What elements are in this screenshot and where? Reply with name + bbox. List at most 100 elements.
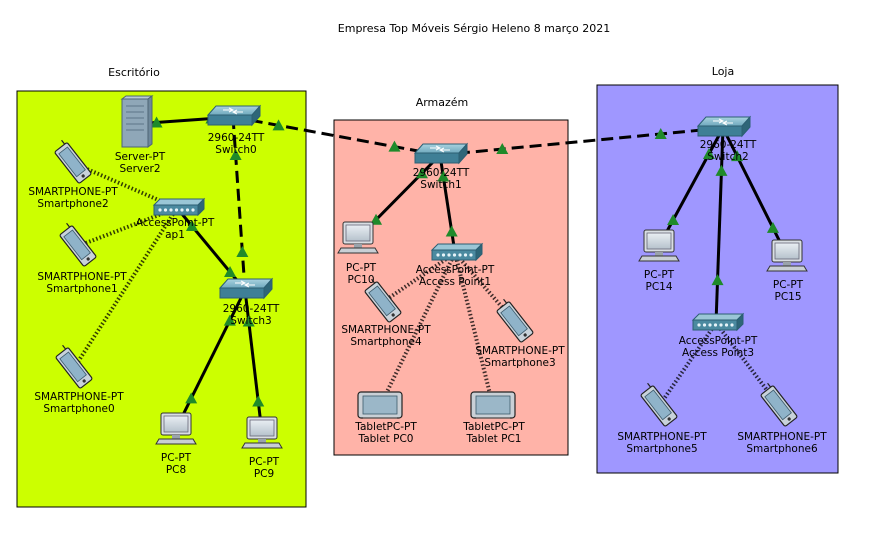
device-pc15-name-label: PC15 [774, 291, 801, 303]
link-accesspoint1-smartphone3 [453, 251, 517, 324]
device-pc14-pc-icon[interactable] [638, 229, 680, 262]
link-accesspoint3-smartphone6 [714, 321, 781, 408]
device-smartphone6-smartphone-icon[interactable] [757, 381, 798, 427]
link-switch0-switch3 [231, 116, 247, 291]
device-smartphone5-model-label: SMARTPHONE-PT [617, 431, 707, 443]
device-pc8-name-label: PC8 [166, 464, 186, 476]
device-smartphone6-name-label: Smartphone6 [746, 443, 818, 455]
device-switch2-model-label: 2960-24TT [700, 139, 757, 151]
device-pc10-pc-icon[interactable] [337, 221, 379, 254]
device-switch0-switch-icon[interactable] [206, 104, 262, 127]
device-switch2-name-label: Switch2 [707, 151, 748, 163]
device-tabletpc1-model-label: TabletPC-PT [462, 421, 525, 433]
link-switch1-accesspoint1-status-a-icon [437, 170, 450, 182]
device-switch0-model-label: 2960-24TT [208, 132, 265, 144]
link-switch3-pc9-status-b-icon [252, 395, 265, 407]
link-switch2-pc15-status-b-icon [766, 221, 779, 233]
link-switch0-switch1-status-b-icon [388, 140, 401, 152]
link-ap1-switch3-status-a-icon [185, 220, 198, 232]
link-switch1-switch2 [439, 126, 724, 157]
device-tabletpc0-model-label: TabletPC-PT [354, 421, 417, 433]
link-switch3-pc9 [243, 289, 264, 434]
link-switch1-switch2-status-b-icon [654, 127, 667, 139]
link-switch1-pc10-status-a-icon [415, 167, 428, 179]
device-smartphone5-smartphone-icon[interactable] [637, 381, 678, 427]
links-layer [72, 112, 789, 434]
link-switch2-pc15-status-a-icon [731, 150, 744, 162]
device-switch0-name-label: Switch0 [215, 144, 256, 156]
link-switch1-accesspoint1-status-b-icon [445, 225, 458, 237]
device-pc10-name-label: PC10 [347, 274, 374, 286]
device-pc9-model-label: PC-PT [249, 456, 280, 468]
devices-layer [51, 95, 808, 449]
device-pc15-model-label: PC-PT [773, 279, 804, 291]
device-smartphone2-smartphone-icon[interactable] [51, 138, 92, 184]
device-switch1-switch-icon[interactable] [413, 142, 469, 165]
device-server2-server-icon[interactable] [120, 95, 154, 148]
device-pc8-pc-icon[interactable] [155, 412, 197, 445]
device-smartphone3-name-label: Smartphone3 [484, 357, 555, 369]
device-tabletpc1-name-label: Tablet PC1 [466, 433, 522, 445]
link-accesspoint1-tabletpc1 [453, 252, 495, 407]
device-smartphone0-model-label: SMARTPHONE-PT [34, 391, 124, 403]
link-switch2-accesspoint3-status-a-icon [715, 164, 728, 176]
link-switch1-accesspoint1 [438, 154, 457, 254]
link-switch2-pc14-status-a-icon [702, 147, 715, 159]
device-smartphone2-model-label: SMARTPHONE-PT [28, 186, 118, 198]
link-switch3-pc9-status-a-icon [242, 315, 255, 327]
device-smartphone1-name-label: Smartphone1 [46, 283, 117, 295]
device-smartphone3-model-label: SMARTPHONE-PT [475, 345, 565, 357]
link-server2-switch0-status-a-icon [150, 116, 163, 128]
device-ap1-model-label: AccessPoint-PT [136, 217, 215, 229]
device-smartphone0-name-label: Smartphone0 [43, 403, 114, 415]
device-tabletpc1-tablet-icon[interactable] [470, 391, 516, 419]
link-switch1-switch2-status-a-icon [496, 143, 509, 155]
device-smartphone1-model-label: SMARTPHONE-PT [37, 271, 127, 283]
device-smartphone0-smartphone-icon[interactable] [52, 343, 93, 389]
device-pc9-pc-icon[interactable] [241, 416, 283, 449]
device-smartphone4-name-label: Smartphone4 [350, 336, 422, 348]
device-pc9-name-label: PC9 [254, 468, 274, 480]
zone-armazem-label: Armazém [416, 96, 469, 109]
link-switch3-pc8-status-a-icon [223, 314, 236, 326]
device-pc8-model-label: PC-PT [161, 452, 192, 464]
link-switch3-pc8-status-b-icon [185, 392, 198, 404]
link-ap1-switch3-status-b-icon [224, 265, 237, 277]
zone-loja-label: Loja [712, 65, 734, 78]
device-smartphone5-name-label: Smartphone5 [626, 443, 697, 455]
device-accesspoint1-name-label: Access Point1 [419, 276, 491, 288]
device-smartphone3-smartphone-icon[interactable] [493, 297, 534, 343]
labels-layer: Server-PTServer22960-24TTSwitch0SMARTPHO… [28, 132, 827, 480]
link-ap1-smartphone1 [77, 206, 178, 248]
device-smartphone1-smartphone-icon[interactable] [56, 221, 97, 267]
device-ap1-name-label: ap1 [165, 229, 185, 241]
device-smartphone6-model-label: SMARTPHONE-PT [737, 431, 827, 443]
link-accesspoint1-tabletpc0 [378, 252, 457, 407]
device-smartphone4-smartphone-icon[interactable] [361, 277, 402, 323]
device-accesspoint1-model-label: AccessPoint-PT [416, 264, 495, 276]
link-switch2-accesspoint3-status-b-icon [711, 274, 724, 286]
zone-escritorio-label: Escritório [108, 66, 160, 79]
device-smartphone2-name-label: Smartphone2 [37, 198, 108, 210]
link-switch0-switch1-status-a-icon [272, 119, 285, 131]
device-switch3-switch-icon[interactable] [218, 277, 274, 300]
device-accesspoint3-name-label: Access Point3 [682, 347, 754, 359]
diagram-title: Empresa Top Móveis Sérgio Heleno 8 março… [338, 22, 610, 35]
device-accesspoint3-model-label: AccessPoint-PT [679, 335, 758, 347]
device-pc14-name-label: PC14 [645, 281, 672, 293]
device-ap1-accesspoint-icon[interactable] [152, 197, 206, 217]
device-pc10-model-label: PC-PT [346, 262, 377, 274]
device-switch1-model-label: 2960-24TT [413, 167, 470, 179]
device-accesspoint1-accesspoint-icon[interactable] [430, 242, 484, 262]
device-tabletpc0-tablet-icon[interactable] [357, 391, 403, 419]
device-pc15-pc-icon[interactable] [766, 239, 808, 272]
link-switch0-switch3-status-b-icon [236, 245, 249, 257]
device-switch2-switch-icon[interactable] [696, 115, 752, 138]
link-switch2-pc14-status-b-icon [667, 214, 680, 226]
device-switch3-name-label: Switch3 [230, 315, 271, 327]
device-smartphone4-model-label: SMARTPHONE-PT [341, 324, 431, 336]
device-server2-model-label: Server-PT [115, 151, 166, 163]
device-tabletpc0-name-label: Tablet PC0 [358, 433, 414, 445]
device-accesspoint3-accesspoint-icon[interactable] [691, 312, 745, 332]
